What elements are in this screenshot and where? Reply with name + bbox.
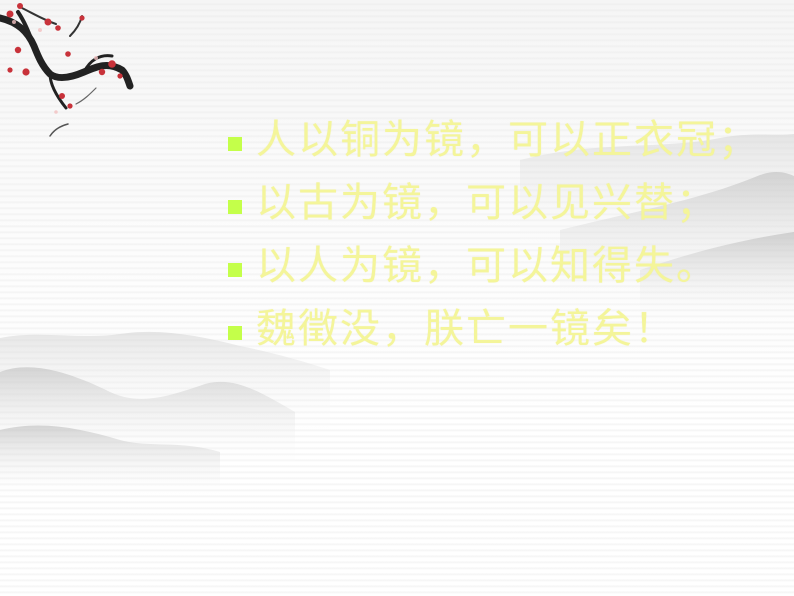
bullet-item-1: 人以铜为镜，可以正衣冠； — [228, 108, 788, 171]
mountain-right-near — [640, 232, 794, 330]
square-bullet-icon — [228, 136, 242, 151]
bullet-text: 人以铜为镜，可以正衣冠； — [256, 116, 760, 163]
bullet-list: 人以铜为镜，可以正衣冠； 以古为镜，可以见兴替； 以人为镜，可以知得失。 魏徵没… — [228, 108, 788, 360]
square-bullet-icon — [228, 262, 242, 277]
mountain-left-near — [0, 425, 220, 500]
bullet-text: 以人为镜，可以知得失。 — [256, 242, 718, 289]
bullet-item-3: 以人为镜，可以知得失。 — [228, 234, 788, 297]
bullet-text: 魏徵没，朕亡一镜矣！ — [256, 305, 676, 352]
bullet-text: 以古为镜，可以见兴替； — [256, 179, 718, 226]
plum-blossom-branch-icon — [0, 3, 134, 137]
bullet-item-2: 以古为镜，可以见兴替； — [228, 171, 788, 234]
square-bullet-icon — [228, 325, 242, 340]
square-bullet-icon — [228, 199, 242, 214]
bullet-item-4: 魏徵没，朕亡一镜矣！ — [228, 297, 788, 360]
